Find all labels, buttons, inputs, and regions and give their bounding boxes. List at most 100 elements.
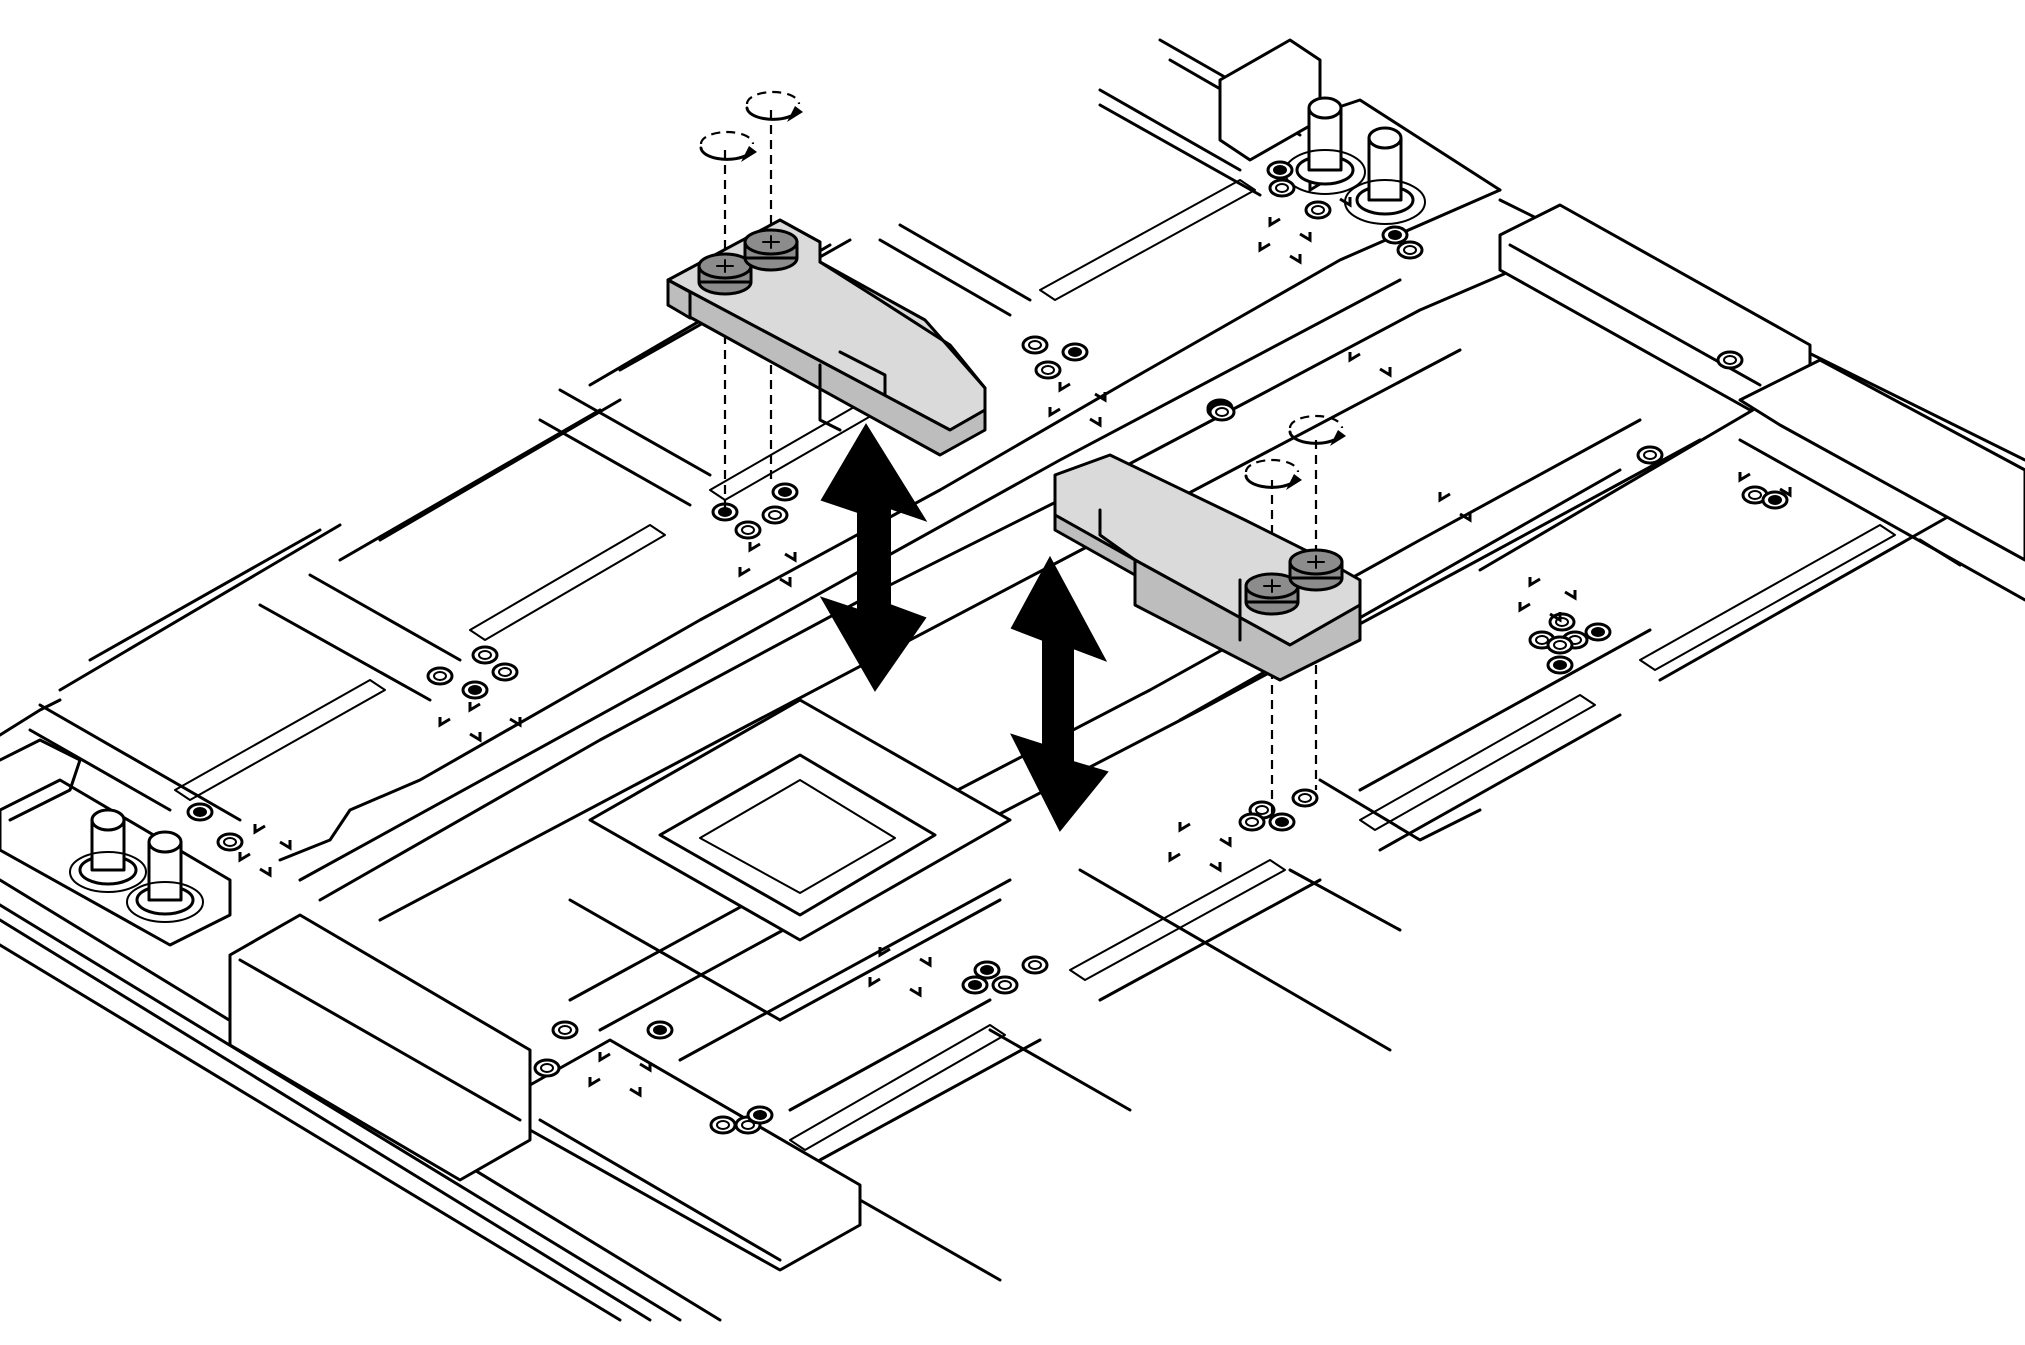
screw-hole — [216, 832, 244, 852]
screw-hole — [1396, 240, 1424, 260]
alignment-mark — [1168, 852, 1181, 863]
screw-rotation-icon — [1244, 458, 1302, 490]
screw-hole — [746, 1105, 774, 1125]
alignment-mark — [1258, 242, 1271, 253]
screw-hole — [1584, 622, 1612, 642]
screw-hole — [1716, 350, 1744, 370]
bracket-lower — [1053, 440, 1362, 820]
alignment-mark — [1518, 602, 1531, 613]
screw-hole — [533, 1058, 561, 1078]
double-headed-arrow-icon — [1010, 555, 1109, 832]
alignment-mark — [1094, 392, 1107, 403]
alignment-mark — [639, 1062, 652, 1073]
screw-hole — [1034, 360, 1062, 380]
alignment-mark — [469, 732, 482, 743]
screw-hole — [186, 802, 214, 822]
alignment-mark — [1048, 407, 1061, 418]
alignment-mark — [1738, 472, 1751, 483]
screw-hole — [1268, 178, 1296, 198]
screw-hole — [1208, 402, 1236, 422]
alignment-mark — [279, 840, 292, 851]
screw-icon — [743, 228, 799, 272]
screw-hole — [1238, 812, 1266, 832]
screw-rotation-icon — [1288, 414, 1346, 446]
alignment-mark — [868, 977, 881, 988]
screw-hole — [1741, 485, 1769, 505]
screw-hole — [709, 1115, 737, 1135]
alignment-mark — [779, 577, 792, 588]
alignment-mark — [1058, 382, 1071, 393]
alignment-mark — [1438, 492, 1451, 503]
screw-icon — [697, 252, 753, 296]
alignment-mark — [438, 717, 451, 728]
alignment-mark — [1089, 417, 1102, 428]
alignment-mark — [1299, 232, 1312, 243]
screw-hole — [961, 975, 989, 995]
screw-hole — [711, 502, 739, 522]
screw-rotation-icon — [745, 90, 803, 122]
screw-hole — [1636, 445, 1664, 465]
alignment-marks — [238, 182, 1792, 1098]
screw-hole — [471, 645, 499, 665]
screw-hole — [461, 680, 489, 700]
alignment-mark — [748, 542, 761, 553]
alignment-mark — [1549, 612, 1562, 623]
screw-hole — [1761, 490, 1789, 510]
alignment-mark — [1219, 837, 1232, 848]
double-headed-arrow-icon — [819, 423, 928, 692]
alignment-mark — [1289, 254, 1302, 265]
alignment-mark — [1528, 577, 1541, 588]
alignment-mark — [598, 1052, 611, 1063]
alignment-mark — [919, 957, 932, 968]
screw-hole — [491, 662, 519, 682]
right-slot-rows — [788, 398, 2025, 1282]
screw-holes — [186, 160, 1789, 1135]
screw-hole — [646, 1020, 674, 1040]
screw-hole — [1061, 342, 1089, 362]
alignment-mark — [509, 717, 522, 728]
alignment-mark — [784, 552, 797, 563]
tray-base — [0, 38, 2025, 1322]
screw-icon — [1288, 548, 1344, 592]
alignment-mark — [1348, 352, 1361, 363]
alignment-mark — [253, 824, 266, 835]
screw-icon — [1244, 572, 1300, 616]
screw-hole — [1021, 335, 1049, 355]
alignment-mark — [1268, 217, 1281, 228]
alignment-mark — [259, 867, 272, 878]
screw-hole — [1266, 160, 1294, 180]
screw-hole — [734, 520, 762, 540]
alignment-mark — [1308, 182, 1321, 193]
alignment-mark — [878, 947, 891, 958]
screw-hole — [771, 482, 799, 502]
screw-hole — [426, 666, 454, 686]
alignment-mark — [238, 852, 251, 863]
alignment-mark — [629, 1087, 642, 1098]
screw-hole — [1381, 225, 1409, 245]
alignment-mark — [1459, 512, 1472, 523]
screw-rotation-icon — [699, 130, 757, 162]
screw-hole — [1546, 655, 1574, 675]
screw-hole — [1291, 788, 1319, 808]
left-slot-rows — [28, 103, 1262, 822]
alignment-mark — [1209, 862, 1222, 873]
left-end-block — [0, 738, 862, 1272]
alignment-mark — [588, 1077, 601, 1088]
center-module — [568, 698, 1012, 1022]
screw-hole — [1268, 812, 1296, 832]
alignment-mark — [1339, 197, 1352, 208]
alignment-mark — [738, 567, 751, 578]
alignment-mark — [1379, 367, 1392, 378]
screw-hole — [991, 975, 1019, 995]
alignment-mark — [1564, 590, 1577, 601]
screw-hole — [1546, 635, 1574, 655]
alignment-mark — [1178, 822, 1191, 833]
alignment-mark — [909, 987, 922, 998]
screw-hole — [1304, 200, 1332, 220]
screw-hole — [761, 505, 789, 525]
screw-hole — [551, 1020, 579, 1040]
alignment-mark — [468, 702, 481, 713]
alignment-mark — [1779, 487, 1792, 498]
